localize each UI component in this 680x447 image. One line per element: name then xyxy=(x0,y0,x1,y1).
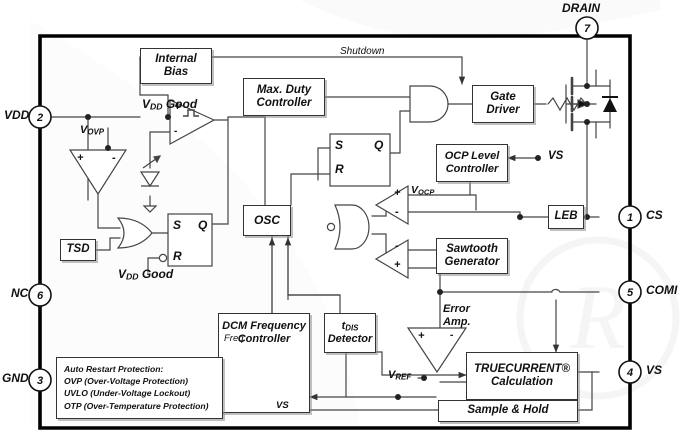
internal-bias-line2: Bias xyxy=(163,66,189,78)
pwmcomp-plus-sign: + xyxy=(394,259,401,271)
protection-note-box: Auto Restart Protection: OVP (Over-Volta… xyxy=(56,357,223,419)
rs-latch-bottom xyxy=(158,213,213,267)
sawtooth-line1: Sawtooth xyxy=(446,242,498,255)
protection-note-item-2: OTP (Over-Temperature Protection) xyxy=(64,400,209,411)
pin-label-gnd: GND xyxy=(2,371,29,385)
label-vs-axis: VS xyxy=(276,400,289,411)
and-gate-output xyxy=(409,85,449,123)
label-vref: VREF xyxy=(388,369,412,382)
pin-label-comi: COMI xyxy=(646,283,678,297)
power-mosfet xyxy=(577,99,590,109)
latch-top-q: Q xyxy=(374,138,384,152)
pwmcomp-minus-sign: - xyxy=(395,240,399,252)
ocp-comparator xyxy=(374,184,409,226)
latch-top-s: S xyxy=(335,138,344,152)
block-tdis-detector: tDIS Detector xyxy=(324,313,376,353)
max-duty-line1: Max. Duty xyxy=(256,83,312,96)
vdd-good-comparator xyxy=(169,99,216,146)
pin-label-drain: DRAIN xyxy=(562,1,600,15)
rs-latch-top xyxy=(329,133,391,187)
dcm-line1: DCM Frequency xyxy=(222,320,306,332)
pin-label-vdd: VDD xyxy=(4,108,30,122)
pin-circles xyxy=(28,16,642,392)
label-shutdown: Shutdown xyxy=(340,46,385,57)
svg-text:1: 1 xyxy=(627,212,633,224)
ocp-level-line2: Controller xyxy=(445,163,499,175)
max-duty-line2: Controller xyxy=(256,97,312,109)
svg-text:R: R xyxy=(569,266,626,368)
svg-text:3: 3 xyxy=(37,375,43,387)
nand-gate-osc xyxy=(326,204,370,250)
block-leb: LEB xyxy=(548,205,584,229)
gate-driver-line2: Driver xyxy=(486,104,520,116)
vddgood-minus-sign: - xyxy=(174,126,178,137)
ovp-minus-sign: - xyxy=(112,152,116,164)
pwm-comparator xyxy=(374,238,409,280)
pin-label-nc: NC xyxy=(11,286,29,300)
or-gate-restart xyxy=(116,217,153,249)
block-sample-and-hold: Sample & Hold xyxy=(438,400,578,422)
label-freq-axis: Freq. xyxy=(224,333,247,344)
label-vdd-good-top: VDD Good xyxy=(142,97,198,112)
block-truecurrent-calculation: TRUECURRENT® Calculation xyxy=(466,352,578,400)
block-osc: OSC xyxy=(243,205,291,236)
gate-driver-line1: Gate xyxy=(490,90,516,103)
ocpcomp-plus-sign: + xyxy=(394,187,401,199)
svg-text:2: 2 xyxy=(36,112,43,124)
pin-numbers: 2 6 3 1 5 4 7 xyxy=(36,23,634,387)
block-tsd: TSD xyxy=(60,239,96,261)
label-vdd-good-bottom: VDD Good xyxy=(118,267,174,282)
block-sawtooth-generator: Sawtooth Generator xyxy=(436,238,508,274)
latch-bottom-q: Q xyxy=(198,218,208,232)
svg-text:5: 5 xyxy=(627,287,634,299)
zener-reference xyxy=(139,155,162,213)
sawtooth-line2: Generator xyxy=(444,256,500,268)
svg-text:6: 6 xyxy=(37,290,44,302)
protection-note-title: Auto Restart Protection: xyxy=(64,364,164,374)
ic-boundary xyxy=(38,34,632,430)
ovp-plus-sign: + xyxy=(77,152,84,164)
block-max-duty-controller: Max. Duty Controller xyxy=(243,78,325,116)
internal-bias-line1: Internal xyxy=(155,52,197,65)
label-vovp: VOVP xyxy=(80,124,105,137)
pin-label-cs: CS xyxy=(646,208,663,222)
label-vocp: VOCP xyxy=(411,184,435,197)
body-diode xyxy=(602,96,618,112)
ocpcomp-minus-sign: - xyxy=(395,206,399,218)
erramp-minus-sign: - xyxy=(450,330,454,341)
truecurrent-line2: Calculation xyxy=(491,376,553,388)
tdis-line1: tDIS xyxy=(341,320,359,333)
protection-note-item-0: OVP (Over-Voltage Protection) xyxy=(64,376,188,387)
block-ocp-level-controller: OCP Level Controller xyxy=(436,144,508,182)
svg-text:7: 7 xyxy=(584,23,591,35)
block-gate-driver: Gate Driver xyxy=(472,85,534,123)
svg-text:4: 4 xyxy=(626,367,633,379)
protection-note-item-1: UVLO (Under-Voltage Lockout) xyxy=(64,388,191,399)
ovp-comparator xyxy=(68,149,128,196)
label-error-amp: Error Amp. xyxy=(443,303,471,328)
truecurrent-line1: TRUECURRENT® xyxy=(474,362,570,375)
vddgood-plus-sign: + xyxy=(174,101,181,113)
error-amplifier xyxy=(406,327,468,374)
pin-label-vs: VS xyxy=(646,363,663,377)
latch-bottom-r: R xyxy=(173,249,182,263)
block-dcm-frequency-controller: DCM Frequency Controller xyxy=(218,313,310,413)
dcm-line2: Controller xyxy=(237,332,291,345)
latch-bottom-s: S xyxy=(173,218,182,232)
ocp-level-line1: OCP Level xyxy=(444,150,500,163)
erramp-plus-sign: + xyxy=(418,330,425,342)
label-vs-ocp: VS xyxy=(548,150,564,162)
latch-top-r: R xyxy=(335,162,344,176)
tdis-line2: Detector xyxy=(327,333,373,345)
block-internal-bias: Internal Bias xyxy=(140,48,212,84)
